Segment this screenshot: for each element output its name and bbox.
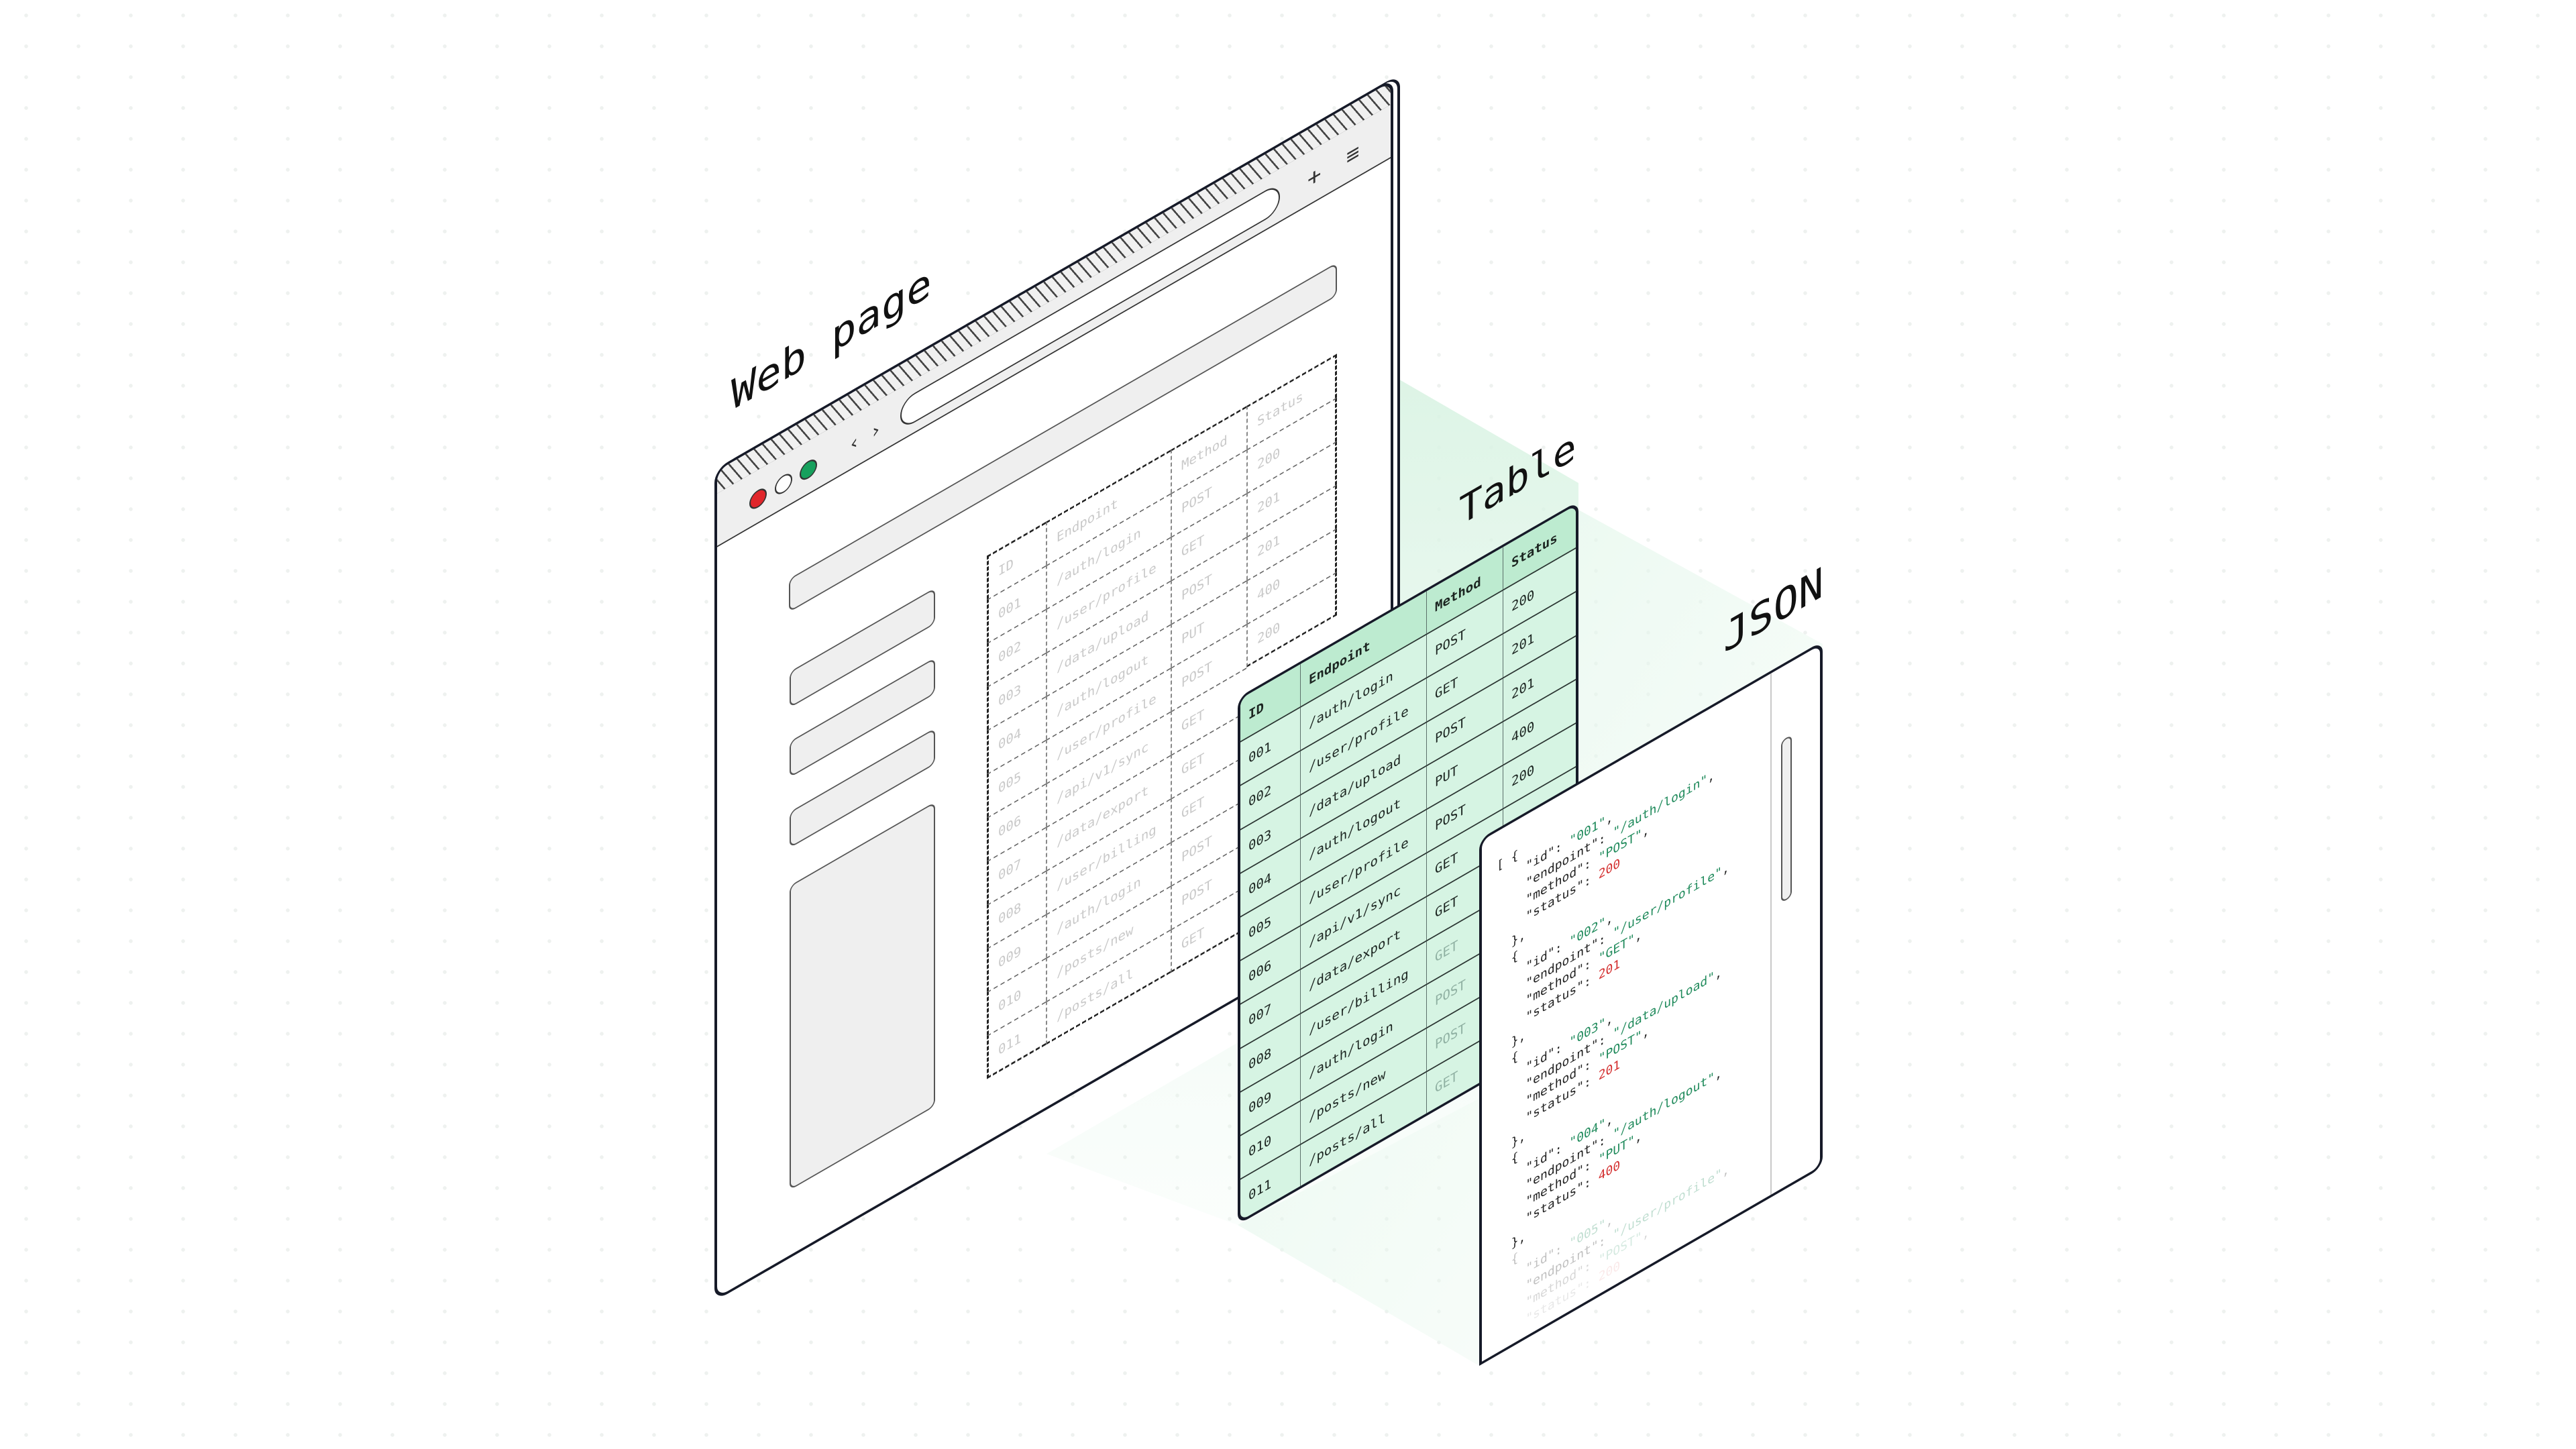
scroll-track-divider <box>1770 673 1772 1195</box>
minimize-dot-icon[interactable] <box>775 470 792 498</box>
json-punct: , <box>1634 926 1642 946</box>
json-punct: , <box>1721 859 1729 879</box>
back-arrow-icon[interactable]: ‹ <box>849 428 860 458</box>
json-punct: , <box>1634 1128 1642 1147</box>
json-punct: , <box>1642 1023 1650 1042</box>
menu-icon[interactable]: ≡ <box>1346 138 1360 171</box>
close-dot-icon[interactable] <box>749 484 767 513</box>
json-punct: , <box>1715 965 1722 983</box>
json-punct: , <box>1715 1065 1722 1084</box>
json-punct: , <box>1642 822 1650 841</box>
json-punct: , <box>1707 767 1715 786</box>
forward-arrow-icon[interactable]: › <box>870 416 881 445</box>
new-tab-icon[interactable]: + <box>1307 159 1322 195</box>
scrollbar-thumb[interactable] <box>1781 734 1792 904</box>
sidebar-panel-placeholder <box>790 802 935 1191</box>
maximize-dot-icon[interactable] <box>800 455 817 484</box>
